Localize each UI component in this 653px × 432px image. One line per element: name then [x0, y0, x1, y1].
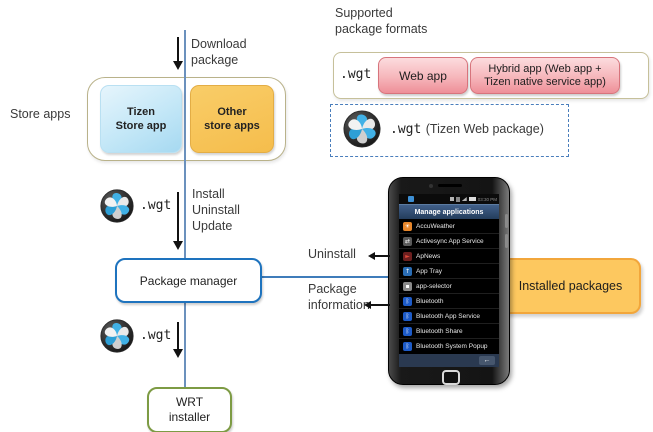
list-item-bluetooth-share[interactable]: ᛒ Bluetooth Share	[399, 324, 499, 339]
download-arrow-line	[177, 37, 179, 62]
uninstall-arrow-head	[368, 252, 375, 260]
install-arrow-head	[173, 241, 183, 250]
installed-packages-box: Installed packages	[500, 258, 641, 314]
app-selector-icon: ▪	[403, 281, 412, 291]
tizen-store-app-box: Tizen Store app	[100, 85, 182, 153]
install-uninstall-update-label: Install Uninstall Update	[192, 187, 240, 233]
application-list: ☀ AccuWeather ⇄ Activesync App Service ►…	[399, 219, 499, 354]
softkey-bar: ←	[399, 354, 499, 367]
other-store-apps-box: Other store apps	[190, 85, 274, 153]
phone-device: 03:30 PM Manage applications ☀ AccuWeath…	[388, 177, 510, 385]
apnews-icon: ►	[403, 251, 412, 261]
status-bar: 03:30 PM	[399, 194, 499, 204]
web-app-badge: Web app	[378, 57, 468, 94]
vertical-flow-line	[184, 30, 186, 387]
bluetooth-icon: ᛒ	[403, 341, 412, 351]
package-manager-box: Package manager	[115, 258, 262, 303]
bluetooth-icon: ᛒ	[403, 326, 412, 336]
accuweather-icon: ☀	[403, 221, 412, 231]
download-package-label: Download package	[191, 37, 247, 67]
store-apps-label: Store apps	[10, 107, 71, 121]
supported-package-formats-title: Supported package formats	[335, 6, 428, 36]
sim-icon	[455, 196, 460, 202]
wgt-legend-text: .wgt (Tizen Web package)	[390, 120, 544, 138]
wgt-extension-upper: .wgt	[140, 198, 172, 213]
signal-icon	[461, 197, 467, 201]
package-information-label: Package information	[308, 282, 370, 312]
install-arrow-line	[177, 192, 179, 242]
back-button[interactable]: ←	[479, 356, 495, 365]
wrt-arrow-head	[173, 349, 183, 358]
uninstall-label: Uninstall	[308, 247, 356, 261]
tizen-logo-icon	[343, 110, 381, 148]
wrt-arrow-line	[177, 322, 179, 350]
tizen-logo-icon	[100, 319, 134, 353]
activesync-icon: ⇄	[403, 236, 412, 246]
phone-camera	[429, 184, 433, 188]
bluetooth-icon: ᛒ	[403, 311, 412, 321]
package-manager-to-phone-line	[258, 276, 390, 278]
wrt-installer-box: WRT installer	[147, 387, 232, 432]
list-item-apnews[interactable]: ► ApNews	[399, 249, 499, 264]
list-item-activesync-app-service[interactable]: ⇄ Activesync App Service	[399, 234, 499, 249]
status-time: 03:30 PM	[477, 196, 497, 202]
mute-icon	[449, 197, 454, 201]
phone-speaker	[438, 184, 462, 187]
manage-applications-titlebar: Manage applications	[399, 204, 499, 219]
battery-icon	[468, 197, 476, 201]
wgt-legend-box	[330, 104, 569, 157]
home-button[interactable]	[442, 370, 460, 385]
phone-power-button[interactable]	[505, 234, 508, 248]
uninstall-arrow-line	[375, 255, 390, 257]
package-information-arrow-line	[371, 304, 390, 306]
list-item-bluetooth-app-service[interactable]: ᛒ Bluetooth App Service	[399, 309, 499, 324]
list-item-app-selector[interactable]: ▪ app-selector	[399, 279, 499, 294]
list-item-bluetooth[interactable]: ᛒ Bluetooth	[399, 294, 499, 309]
wgt-extension-formats: .wgt	[340, 67, 372, 82]
phone-volume-button[interactable]	[505, 214, 508, 228]
wgt-extension-legend: .wgt	[390, 122, 422, 137]
tizen-logo-icon	[100, 189, 134, 223]
wgt-legend-note: (Tizen Web package)	[425, 122, 544, 136]
download-arrow-head	[173, 61, 183, 70]
wgt-extension-lower: .wgt	[140, 328, 172, 343]
list-item-app-tray[interactable]: ↑ App Tray	[399, 264, 499, 279]
hybrid-app-badge: Hybrid app (Web app + Tizen native servi…	[470, 57, 620, 94]
list-item-accuweather[interactable]: ☀ AccuWeather	[399, 219, 499, 234]
package-information-arrow-head	[364, 301, 371, 309]
usb-status-icon	[408, 196, 414, 202]
list-item-bluetooth-system-popup[interactable]: ᛒ Bluetooth System Popup	[399, 339, 499, 353]
app-tray-icon: ↑	[403, 266, 412, 276]
phone-screen: 03:30 PM Manage applications ☀ AccuWeath…	[399, 194, 499, 367]
bluetooth-icon: ᛒ	[403, 296, 412, 306]
